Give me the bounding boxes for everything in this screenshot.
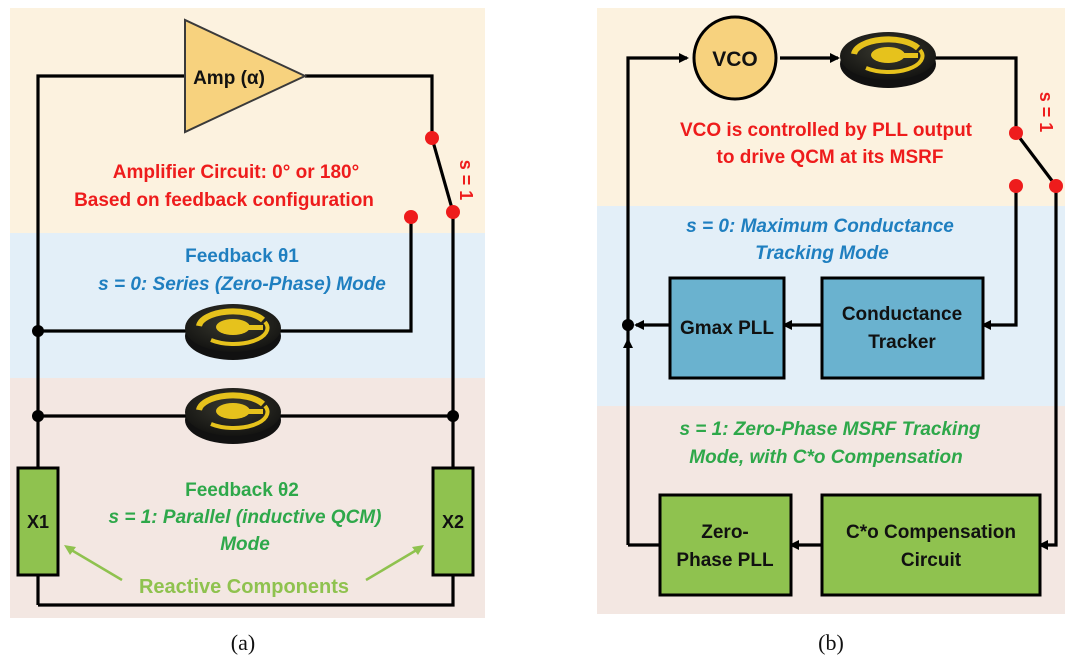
junction-dot bbox=[32, 325, 44, 337]
tracker-label-1: Conductance bbox=[842, 304, 962, 325]
zp-label-2: Phase PLL bbox=[676, 550, 774, 571]
vco-text-1: VCO is controlled by PLL output bbox=[680, 120, 973, 141]
caption-a: (a) bbox=[231, 630, 255, 655]
junction-dot bbox=[32, 410, 44, 422]
panel-a: Amp (α) s = 1 X1 X2 Amplifier Circuit: 0… bbox=[10, 8, 485, 655]
switch-label-a: s = 1 bbox=[456, 160, 476, 201]
feedback-2-title: Feedback θ2 bbox=[185, 480, 299, 501]
vco-text-2: to drive QCM at its MSRF bbox=[717, 147, 944, 168]
mode-1-text-1: s = 1: Zero-Phase MSRF Tracking bbox=[679, 419, 980, 440]
pointer-arrow-x1 bbox=[67, 546, 123, 582]
switch-contact-s1 bbox=[446, 205, 460, 219]
amp-label: Amp (α) bbox=[193, 68, 265, 89]
qcm-disc-icon bbox=[185, 304, 281, 360]
wire-amp-out bbox=[305, 74, 434, 138]
band-vco bbox=[597, 8, 1065, 206]
zero-phase-pll-block bbox=[658, 493, 793, 597]
x2-component bbox=[431, 466, 475, 577]
comp-label-2: Circuit bbox=[901, 550, 962, 571]
band-amplifier bbox=[10, 8, 485, 233]
qcm-disc-icon bbox=[840, 32, 936, 88]
x2-label: X2 bbox=[442, 512, 464, 532]
mode-1-text-2: Mode, with C*o Compensation bbox=[689, 447, 962, 468]
x1-label: X1 bbox=[27, 512, 49, 532]
junction-dot bbox=[447, 410, 459, 422]
feedback-1-title: Feedback θ1 bbox=[185, 246, 299, 267]
feedback-2-mode-1: s = 1: Parallel (inductive QCM) bbox=[109, 507, 382, 528]
reactive-label: Reactive Components bbox=[139, 576, 349, 598]
pointer-arrowhead bbox=[64, 545, 76, 555]
caption-b: (b) bbox=[818, 630, 844, 655]
pointer-arrowhead bbox=[412, 545, 424, 555]
qcm-disc-icon bbox=[185, 388, 281, 444]
compensation-circuit-block bbox=[820, 493, 1042, 597]
junction-dot bbox=[622, 319, 634, 331]
zp-label-1: Zero- bbox=[701, 522, 749, 543]
feedback-2-mode-2: Mode bbox=[220, 534, 270, 555]
switch-contact-top bbox=[1009, 126, 1023, 140]
conductance-tracker-block bbox=[820, 276, 985, 380]
mode-0-text-2: Tracking Mode bbox=[755, 243, 889, 264]
panel-b: VCO s = 1 VCO is controlled by PLL outpu… bbox=[597, 8, 1065, 655]
vco-circle bbox=[692, 15, 778, 101]
feedback-1-mode: s = 0: Series (Zero-Phase) Mode bbox=[98, 274, 386, 295]
gmax-label: Gmax PLL bbox=[680, 318, 774, 339]
amplifier-triangle bbox=[184, 18, 308, 134]
switch-blade-b bbox=[1014, 132, 1058, 187]
switch-label-b: s = 1 bbox=[1036, 92, 1056, 133]
wire-to-tracker bbox=[981, 186, 1018, 330]
wire-right-loop bbox=[38, 212, 455, 607]
vco-label: VCO bbox=[712, 48, 758, 71]
pointer-arrow-x2 bbox=[365, 546, 421, 582]
wire-feedback-1 bbox=[38, 217, 413, 333]
mode-0-text-1: s = 0: Maximum Conductance bbox=[686, 216, 954, 237]
tracker-label-2: Tracker bbox=[868, 332, 936, 353]
gmax-pll-block bbox=[668, 276, 786, 380]
switch-blade bbox=[430, 137, 455, 213]
wire-to-compensation bbox=[1038, 186, 1058, 550]
amplifier-text-2: Based on feedback configuration bbox=[74, 190, 374, 211]
switch-contact-s0 bbox=[404, 210, 418, 224]
wire-qcm-out bbox=[935, 56, 1018, 133]
switch-contact-s1 bbox=[1049, 179, 1063, 193]
switch-contact-top bbox=[425, 131, 439, 145]
x1-component bbox=[16, 466, 60, 577]
switch-contact-s0 bbox=[1009, 179, 1023, 193]
comp-label-1: C*o Compensation bbox=[846, 522, 1016, 543]
amplifier-text-1: Amplifier Circuit: 0° or 180° bbox=[113, 162, 359, 183]
wire-left-loop bbox=[36, 74, 185, 605]
